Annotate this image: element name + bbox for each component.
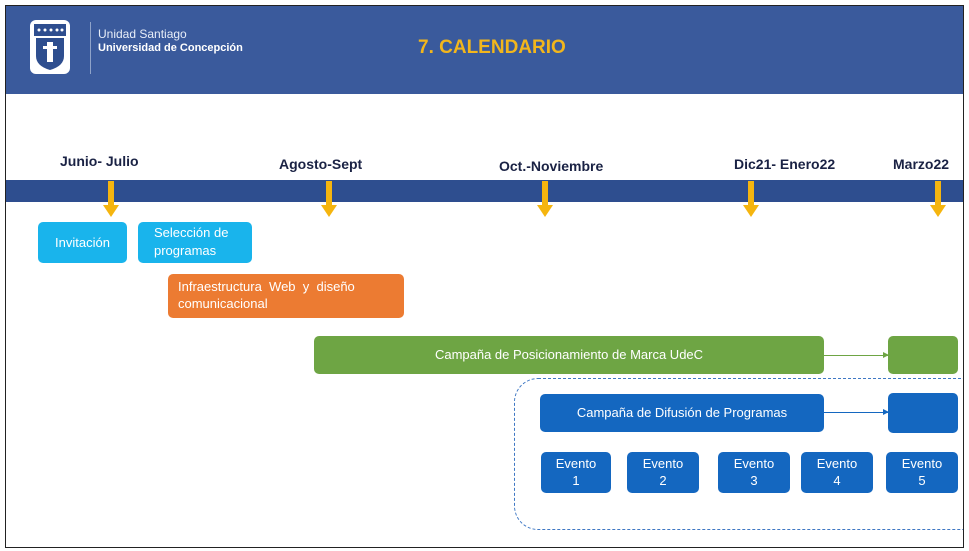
event-box-1: Evento 1	[541, 452, 611, 493]
event-box-5: Evento 5	[886, 452, 958, 493]
timeline-arrow-icon	[743, 181, 759, 219]
event-number: 4	[833, 473, 841, 488]
event-label: Evento	[733, 456, 775, 471]
event-box-2: Evento 2	[627, 452, 699, 493]
task-invitacion: Invitación	[38, 222, 127, 263]
udec-crest-icon	[30, 20, 70, 74]
org-name: Universidad de Concepción	[98, 42, 243, 54]
task-seleccion-line2: programas	[154, 243, 217, 258]
task-campana-marca-continuation	[888, 336, 958, 374]
task-infraestructura-web: Infraestructura Web y diseño comunicacio…	[168, 274, 404, 318]
event-number: 5	[918, 473, 926, 488]
month-label-marzo: Marzo22	[893, 156, 950, 172]
month-label-oct-noviembre: Oct.-Noviembre	[499, 158, 604, 174]
difusion-group	[514, 378, 963, 530]
timeline-arrow-icon	[930, 181, 946, 219]
org-unit: Unidad Santiago	[98, 27, 187, 41]
timeline-band	[6, 180, 963, 202]
timeline-arrow-icon	[537, 181, 553, 219]
event-number: 2	[659, 473, 667, 488]
task-seleccion-programas: Selección de programas	[138, 222, 252, 263]
month-label-agosto-sept: Agosto-Sept	[279, 156, 363, 172]
event-box-3: Evento 3	[718, 452, 790, 493]
timeline-arrow-icon	[321, 181, 337, 219]
slide: Unidad Santiago Universidad de Concepció…	[5, 5, 964, 548]
task-seleccion-line1: Selección de	[154, 225, 229, 240]
timeline-arrow-icon	[103, 181, 119, 219]
month-label-dic-enero: Dic21- Enero22	[734, 156, 836, 172]
event-number: 1	[572, 473, 580, 488]
header-divider	[90, 22, 91, 74]
event-number: 3	[750, 473, 758, 488]
connector-arrow-icon	[824, 352, 889, 358]
page-title: 7. CALENDARIO	[418, 37, 566, 58]
task-infra-line2: comunicacional	[178, 296, 268, 311]
task-infra-line1: Infraestructura Web y diseño	[178, 279, 355, 294]
event-label: Evento	[901, 456, 943, 471]
slide-header: Unidad Santiago Universidad de Concepció…	[6, 6, 963, 94]
event-label: Evento	[555, 456, 597, 471]
month-label-junio-julio: Junio- Julio	[60, 153, 139, 169]
task-campana-difusion: Campaña de Difusión de Programas	[540, 394, 824, 432]
event-label: Evento	[642, 456, 684, 471]
event-label: Evento	[816, 456, 858, 471]
event-box-4: Evento 4	[801, 452, 873, 493]
task-campana-marca: Campaña de Posicionamiento de Marca UdeC	[314, 336, 824, 374]
connector-arrow-icon	[824, 409, 889, 415]
task-campana-difusion-continuation	[888, 393, 958, 433]
